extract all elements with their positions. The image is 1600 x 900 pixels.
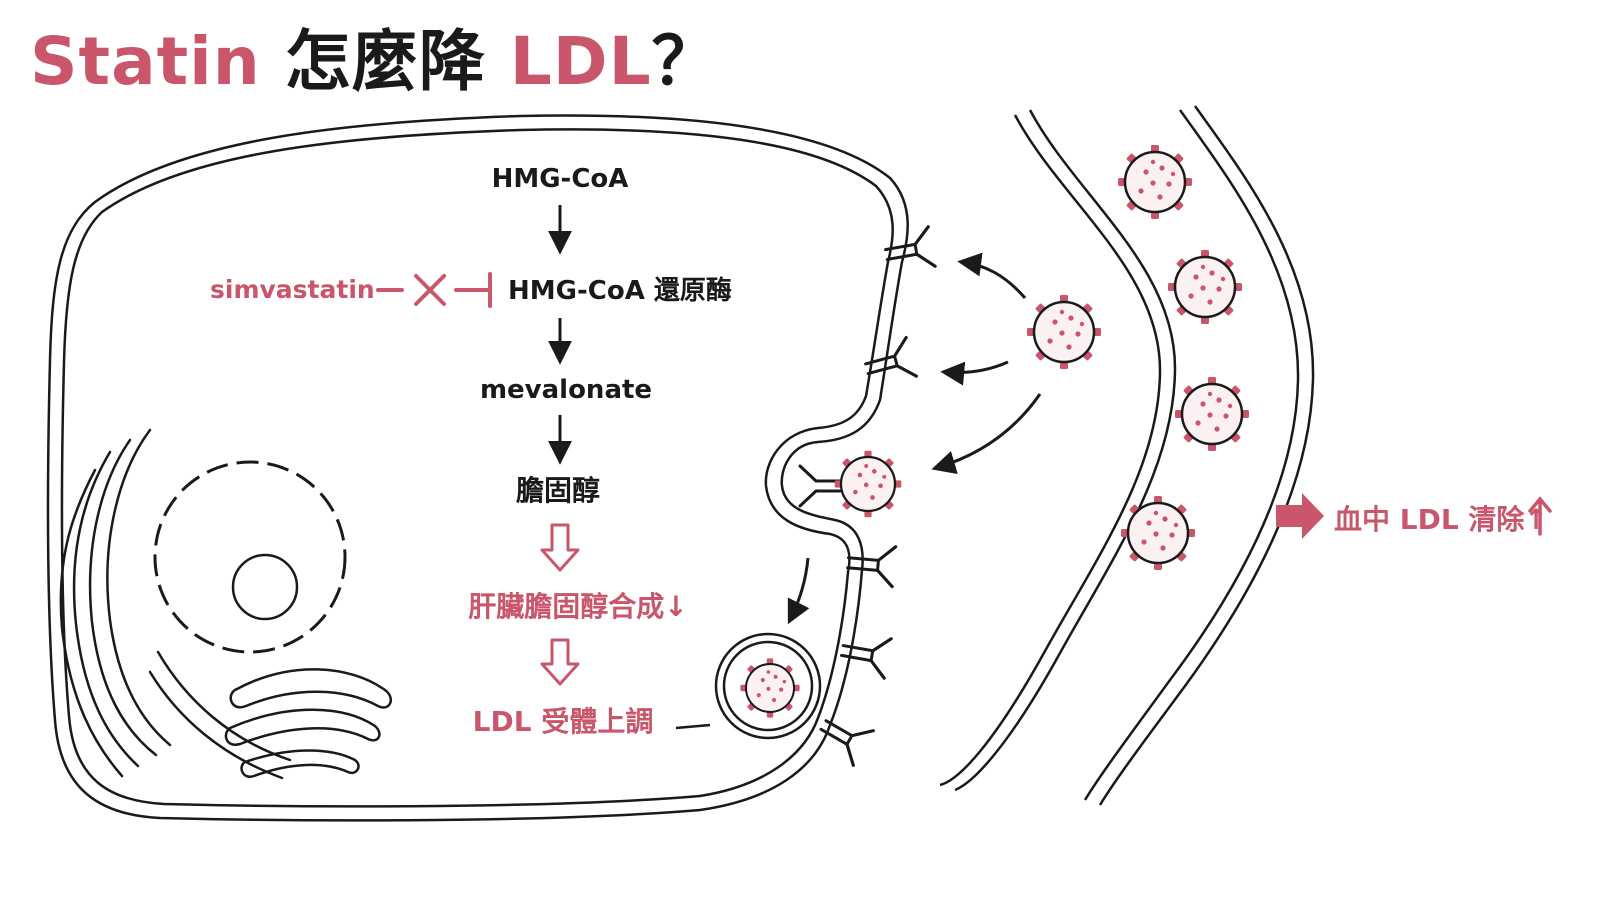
ldl-particle-icon: [1116, 143, 1194, 221]
curved-arrow-icon: [931, 393, 1042, 475]
right-arrow-icon: [1276, 493, 1324, 539]
hollow-down-arrow-icon: [540, 638, 580, 686]
pathway-mevalonate: mevalonate: [480, 375, 652, 405]
nucleus: [153, 460, 347, 654]
ldl-particle-icon: [1119, 494, 1197, 572]
ldl-receptor-icon: [844, 541, 898, 589]
ldl-particle-icon: [1173, 375, 1251, 453]
pathway-cholesterol: 膽固醇: [516, 474, 600, 507]
cholesterol-pathway: HMG-CoA simvastatin HMG-CoA 還原酶 mevalona…: [210, 164, 732, 738]
endosome-vesicle: [714, 632, 822, 740]
ldl-particle-icon: [1025, 293, 1103, 371]
effect-liver-synthesis-down: 肝臟膽固醇合成↓: [468, 590, 687, 623]
curved-arrow-icon: [940, 360, 1009, 386]
blood-vessel: [939, 105, 1315, 806]
golgi-apparatus: [224, 668, 393, 778]
ldl-particle-icon: [739, 657, 801, 719]
inhibit-x-icon: [376, 272, 492, 308]
title-statin: Statin: [30, 23, 261, 100]
ldl-particle-icon: [833, 449, 903, 519]
up-arrow-icon: [1528, 496, 1552, 536]
title-how-lower: 怎麼降: [284, 23, 486, 100]
pathway-hmg-coa-reductase: HMG-CoA 還原酶: [508, 276, 732, 306]
uptake-arrows: [787, 252, 1042, 625]
endoplasmic-reticulum: [59, 428, 292, 780]
inhibitor-simvastatin: simvastatin: [210, 275, 375, 304]
title-ldl: LDL: [509, 23, 652, 100]
pathway-hmg-coa: HMG-CoA: [492, 164, 629, 194]
title-question-mark: ？: [651, 23, 719, 100]
connector-line: [675, 723, 711, 730]
effect-ldl-receptor-upregulated: LDL 受體上調: [473, 705, 654, 738]
ldl-particle-icon: [1166, 248, 1244, 326]
outcome-ldl-clearance-up: 血中 LDL 清除↑: [1334, 503, 1548, 536]
liver-cell-membrane: [46, 114, 909, 822]
ldl-particles-in-blood: [1116, 143, 1251, 572]
hollow-down-arrow-icon: [540, 523, 580, 572]
curved-arrow-icon: [957, 252, 1027, 299]
curved-arrow-icon: [787, 557, 810, 625]
ldl-receptor-icon: [811, 706, 875, 767]
ldl-receptors: [798, 225, 937, 767]
ldl-receptor-icon: [798, 464, 842, 508]
page-title: Statin 怎麼降 LDL？: [30, 8, 719, 104]
